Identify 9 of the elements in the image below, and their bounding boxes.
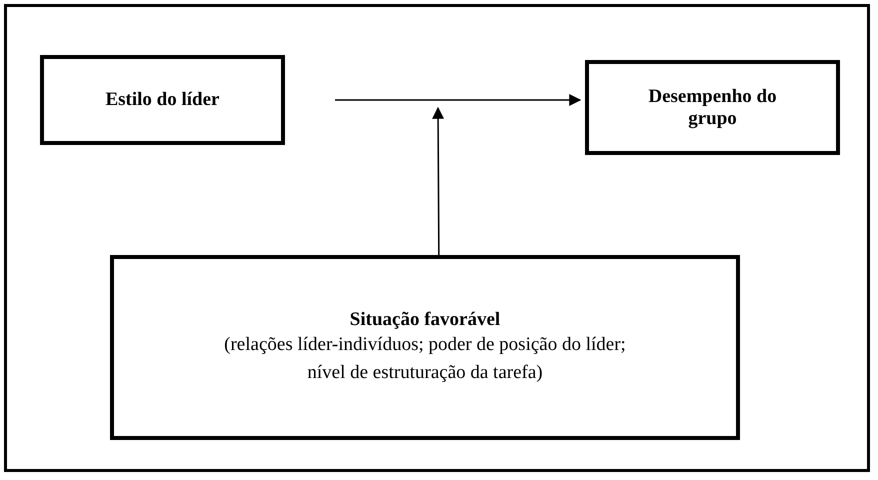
text-box — [585, 60, 840, 155]
arrow — [335, 94, 582, 106]
box-description: (relações líder-indivíduos; poder de posição do líder; nível de estruturação da tarefa) — [223, 332, 627, 384]
box-heading: Situação favorável — [350, 308, 500, 331]
text-box — [40, 55, 285, 145]
box-heading: Desempenho do grupo — [647, 86, 778, 130]
box-heading: Estilo do líder — [105, 89, 220, 111]
text-box — [110, 255, 740, 440]
arrow — [432, 106, 444, 255]
